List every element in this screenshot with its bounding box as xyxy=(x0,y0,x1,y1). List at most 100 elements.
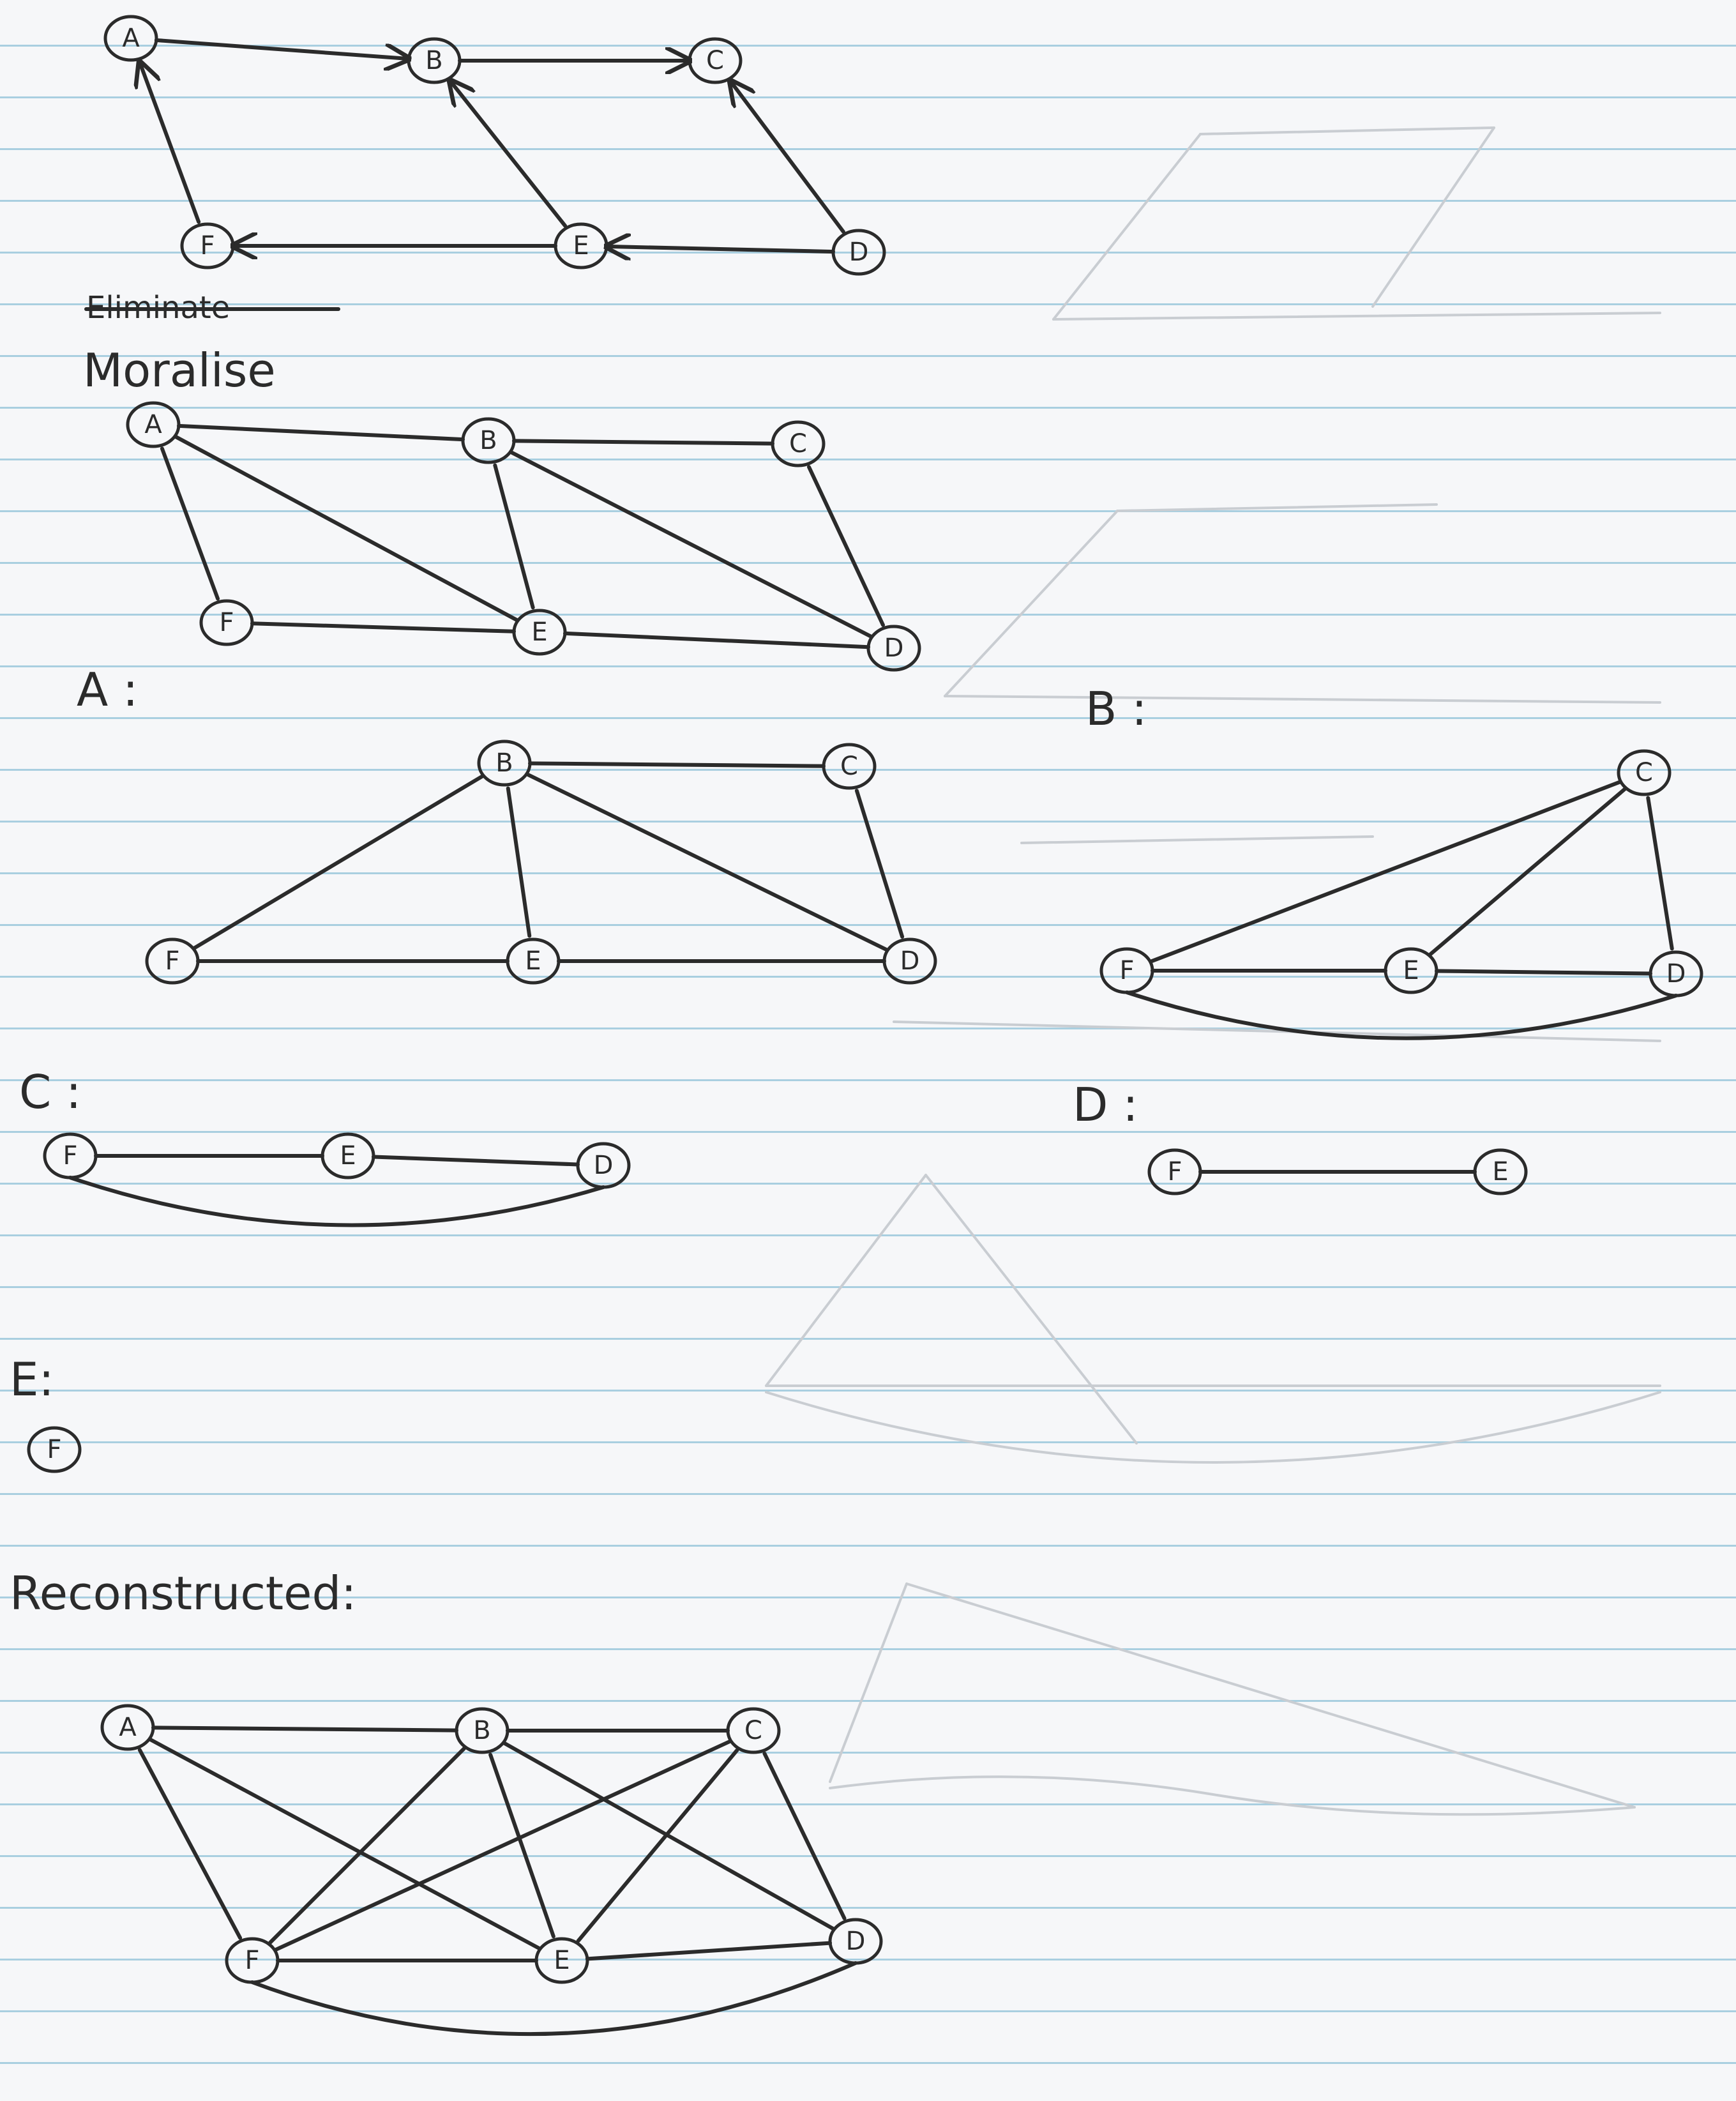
node-f-label: F xyxy=(245,1946,259,1975)
graph-after-eliminate-e: F xyxy=(27,1426,82,1473)
node-d-label: D xyxy=(900,946,920,976)
edge-c-d xyxy=(854,789,905,939)
edge-c-d xyxy=(1646,796,1674,951)
arrow-f-a xyxy=(140,63,201,224)
node-c-circle xyxy=(688,37,743,84)
graph-after-eliminate-c: DEF xyxy=(43,1132,631,1227)
step-label-b: B : xyxy=(1085,682,1147,736)
node-e-circle xyxy=(1384,947,1438,994)
node-e-circle xyxy=(512,609,567,656)
node-f-label: F xyxy=(47,1435,61,1464)
arrow-e-b xyxy=(450,80,568,228)
node-b-circle xyxy=(455,1707,509,1754)
node-d-circle xyxy=(828,1918,883,1965)
edge-e-d xyxy=(562,631,871,649)
arrow-d-c xyxy=(730,81,845,234)
moralise-heading: Moralise xyxy=(83,344,276,397)
node-a-circle xyxy=(126,401,181,448)
edge-a-f xyxy=(137,1748,243,1940)
node-d-label: D xyxy=(884,633,904,663)
edge-e-d xyxy=(371,1155,580,1167)
node-e-label: E xyxy=(573,231,589,261)
node-a-label: A xyxy=(122,24,140,53)
edge-b-d xyxy=(502,1741,836,1931)
node-b-circle xyxy=(461,417,516,464)
node-b-label: B xyxy=(473,1716,490,1745)
arrow-d-e xyxy=(607,247,836,252)
node-e-circle xyxy=(506,937,561,985)
reconstructed-heading: Reconstructed: xyxy=(10,1566,356,1620)
edge-b-e xyxy=(506,786,532,938)
node-b-circle xyxy=(407,37,462,84)
node-d-label: D xyxy=(594,1151,614,1180)
node-f-circle xyxy=(1099,947,1154,994)
edge-b-d xyxy=(509,450,873,639)
node-b-label: B xyxy=(425,46,442,75)
step-label-a: A : xyxy=(77,663,138,717)
step-label-e: E: xyxy=(10,1353,54,1406)
edge-f-e xyxy=(250,621,517,633)
node-f-label: F xyxy=(219,608,234,637)
node-a-circle xyxy=(100,1704,155,1751)
node-f-circle xyxy=(145,937,200,985)
node-f-circle xyxy=(180,222,235,269)
edge-e-d xyxy=(585,1941,833,1961)
node-c-circle xyxy=(771,420,826,467)
node-c-label: C xyxy=(840,752,858,781)
node-e-label: E xyxy=(554,1946,570,1975)
node-f-label: F xyxy=(165,946,179,976)
node-f-label: F xyxy=(1167,1157,1182,1187)
node-e-circle xyxy=(1473,1148,1528,1195)
edge-c-e xyxy=(576,1748,739,1943)
node-e-circle xyxy=(534,1937,589,1984)
edge-b-c xyxy=(511,439,775,446)
node-b-circle xyxy=(477,740,532,787)
node-e-label: E xyxy=(525,946,541,976)
node-d-label: D xyxy=(849,238,869,267)
node-f-circle xyxy=(27,1426,82,1473)
edge-b-e xyxy=(493,463,535,610)
step-label-c: C : xyxy=(19,1065,81,1119)
edge-b-e xyxy=(488,1752,555,1939)
graph-after-eliminate-a: B C D E F xyxy=(145,740,937,985)
edge-b-f xyxy=(192,774,485,950)
graph-original: A B C D E F xyxy=(103,15,886,276)
node-f-circle xyxy=(43,1132,98,1179)
node-c-label: C xyxy=(1635,758,1653,787)
node-d-circle xyxy=(1649,950,1703,997)
edge-b-c xyxy=(527,761,826,768)
node-f-circle xyxy=(199,599,254,646)
edge-e-c xyxy=(1428,787,1627,957)
edge-e-d xyxy=(1434,969,1653,976)
edge-c-d xyxy=(806,465,886,627)
node-f-label: F xyxy=(1119,956,1134,985)
node-c-circle xyxy=(1617,749,1672,796)
node-f-circle xyxy=(225,1937,280,1984)
node-a-circle xyxy=(103,15,158,62)
edge-f-d xyxy=(1125,990,1678,1040)
node-b-label: B xyxy=(495,748,513,778)
node-d-circle xyxy=(882,937,937,985)
arrow-a-b xyxy=(154,38,409,59)
node-c-label: C xyxy=(706,46,724,75)
node-a-label: A xyxy=(119,1713,137,1742)
edge-a-e xyxy=(174,434,519,623)
edge-b-d xyxy=(525,772,889,952)
node-f-circle xyxy=(1147,1148,1202,1195)
edge-c-f xyxy=(273,1739,732,1952)
node-f-label: F xyxy=(200,231,215,261)
graph-after-eliminate-d: EF xyxy=(1147,1148,1528,1195)
node-d-label: D xyxy=(1666,959,1686,989)
node-c-circle xyxy=(822,743,877,790)
edge-b-f xyxy=(268,1747,466,1945)
node-e-label: E xyxy=(531,618,547,647)
node-c-circle xyxy=(726,1707,781,1754)
node-e-label: E xyxy=(340,1141,356,1171)
node-d-circle xyxy=(831,229,886,276)
edge-a-e xyxy=(148,1737,541,1951)
node-d-circle xyxy=(866,625,921,672)
edge-a-b xyxy=(151,1726,459,1733)
